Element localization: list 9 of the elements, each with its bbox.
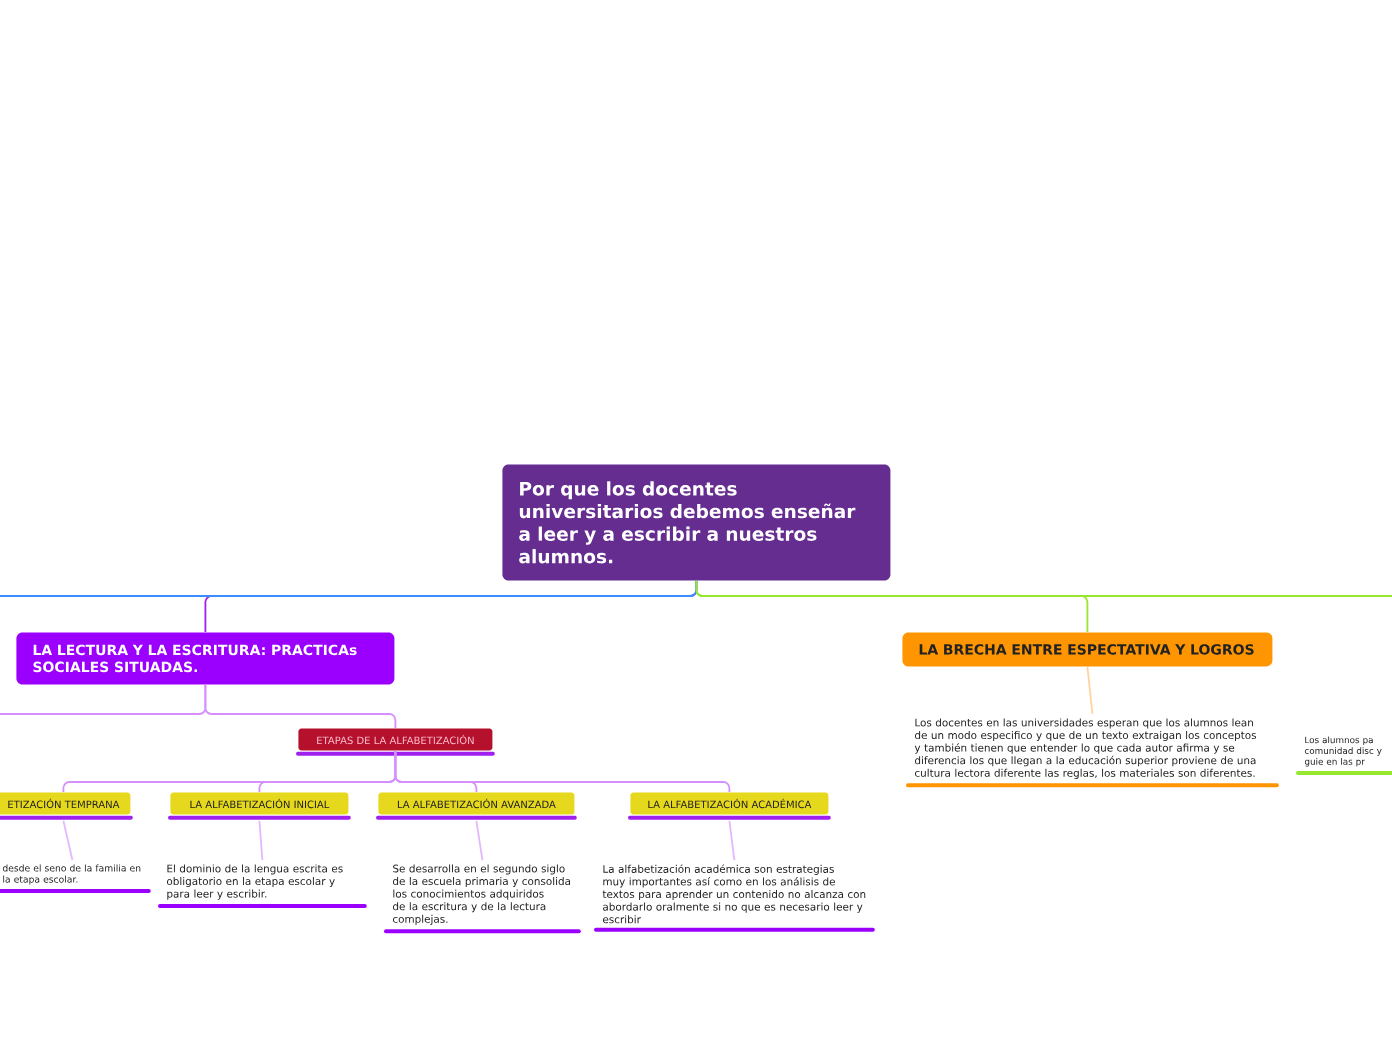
connector-line (728, 819, 736, 861)
connector-line (695, 579, 1392, 597)
connector-line (258, 819, 264, 861)
connector-line (62, 819, 74, 861)
topic-box: Por que los docentes universitarios debemos enseñar a leer y a escribir a nuestros alumnos. (502, 464, 891, 581)
connector-line (394, 749, 731, 793)
connector-line (475, 819, 484, 861)
connector-line (1086, 665, 1094, 715)
connector-line (0, 683, 207, 715)
